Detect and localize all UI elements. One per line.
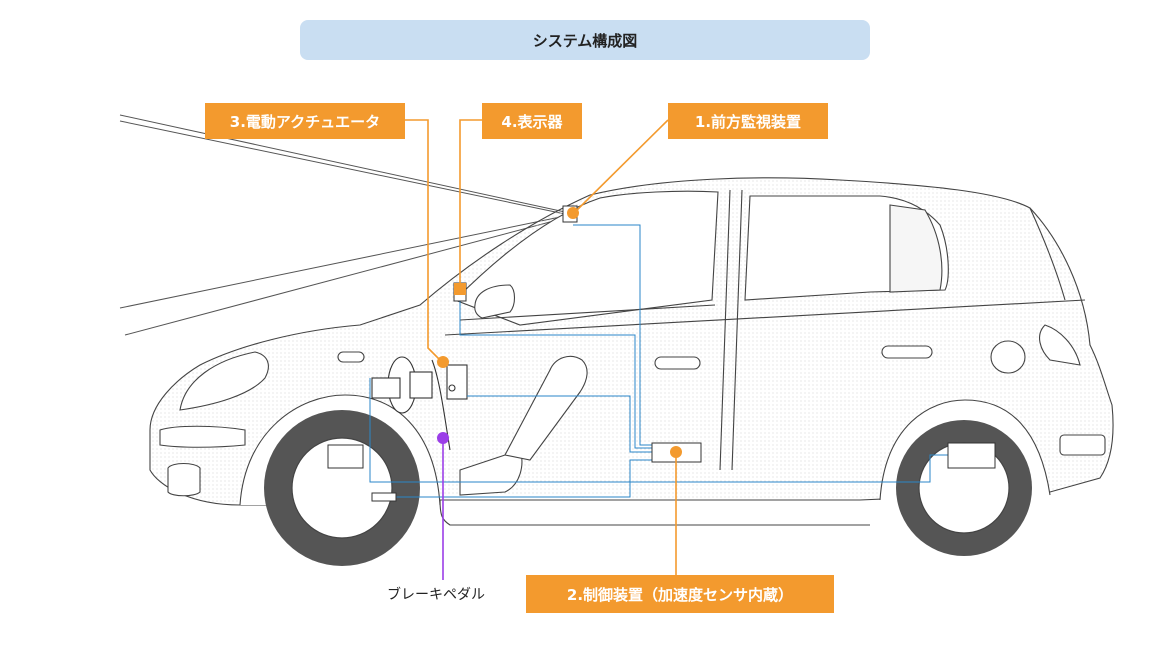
rear-wheel	[896, 420, 1032, 556]
windows	[454, 190, 949, 326]
callout-front-monitor: 1.前方監視装置	[668, 103, 828, 139]
callout-controller: 2.制御装置（加速度センサ内蔵）	[526, 575, 834, 613]
front-monitor-marker	[567, 207, 579, 219]
seat	[459, 355, 588, 496]
actuator-marker	[437, 356, 449, 368]
brake-pedal-marker	[437, 432, 449, 444]
pillars	[444, 189, 1086, 471]
callout-display: 4.表示器	[482, 103, 582, 139]
front-wheel	[264, 410, 420, 566]
body-details	[337, 284, 1026, 374]
wiring-harness	[369, 224, 950, 498]
front-lamps	[159, 324, 1106, 497]
callout-actuator: 3.電動アクチュエータ	[205, 103, 405, 139]
diagram-title: システム構成図	[300, 20, 870, 60]
brake-pedal-label: ブレーキペダル	[387, 587, 485, 603]
leader-lines	[405, 119, 677, 575]
sensor-beam-lines	[119, 114, 566, 336]
display-marker	[454, 283, 466, 295]
controller-marker	[670, 446, 682, 458]
brake-booster	[371, 356, 468, 451]
